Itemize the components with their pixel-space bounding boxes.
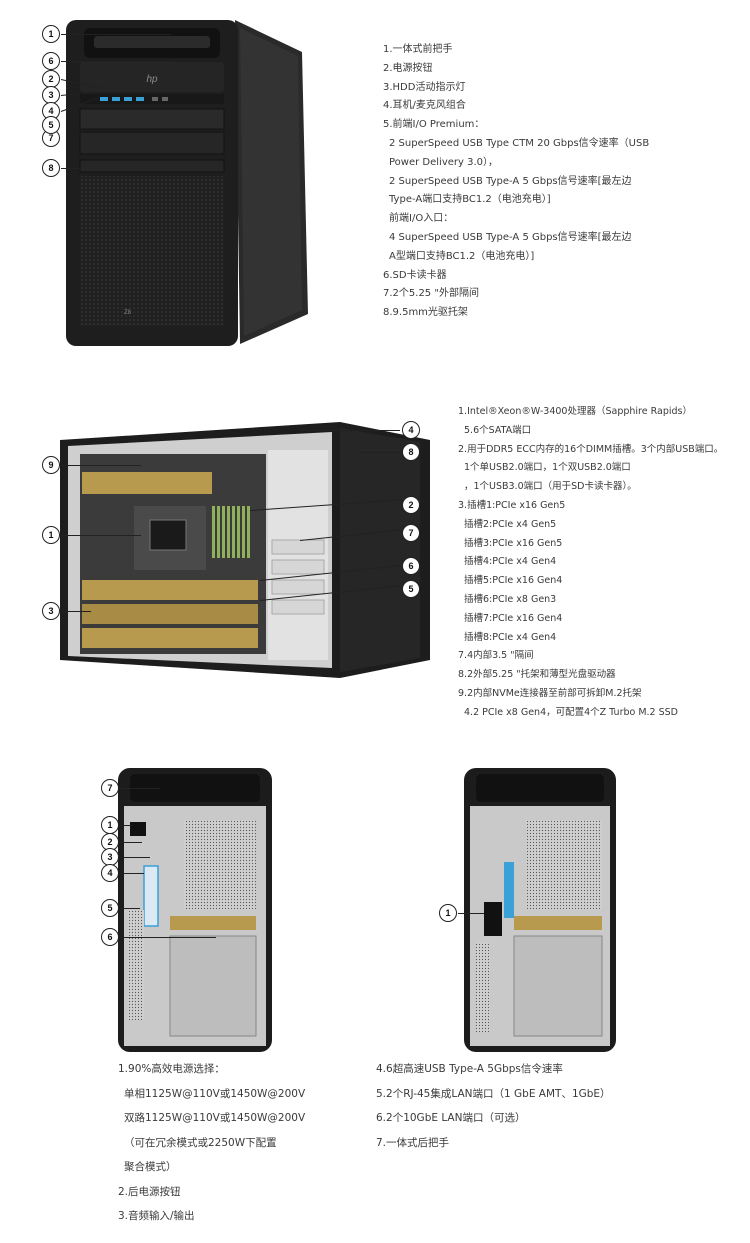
- feature-line: 3.HDD活动指示灯: [383, 81, 466, 93]
- internal-callout-4: 4: [402, 421, 420, 439]
- front-callout-8: 8: [42, 159, 60, 177]
- internal-feature-list: 1.Intel®Xeon®W-3400处理器（Sapphire Rapids） …: [458, 403, 723, 723]
- front-leader: [61, 61, 175, 62]
- rear-left-callout-1: 1: [101, 816, 119, 834]
- internal-callout-9: 9: [42, 456, 60, 474]
- feature-line: 插槽2:PCIe x4 Gen5: [464, 518, 557, 530]
- feature-line: 3.插槽1:PCIe x16 Gen5: [458, 499, 566, 511]
- internal-leader: [300, 430, 400, 431]
- feature-line: 2 SuperSpeed USB Type-A 5 Gbps信号速率[最左边: [389, 175, 632, 187]
- internal-callout-7: 7: [402, 524, 420, 542]
- internal-callout-5: 5: [402, 580, 420, 598]
- feature-line: ，1个USB3.0端口（用于SD卡读卡器）。: [464, 481, 637, 493]
- rear-leader: [120, 788, 160, 789]
- internal-callout-1: 1: [42, 526, 60, 544]
- feature-line: A型端口支持BC1.2（电池充电）]: [389, 250, 535, 262]
- feature-line: 8.9.5mm光驱托架: [383, 307, 468, 319]
- feature-line: 插槽3:PCIe x16 Gen5: [464, 537, 563, 549]
- internal-leader: [61, 465, 141, 466]
- feature-line: 聚合模式）: [124, 1161, 177, 1173]
- front-callout-7: 7: [42, 129, 60, 147]
- workstation-internal-illustration: [60, 422, 430, 678]
- internal-callout-2: 2: [402, 496, 420, 514]
- feature-line: 7.2个5.25 "外部隔间: [383, 288, 479, 300]
- internal-callout-8: 8: [402, 443, 420, 461]
- feature-line: 7.4内部3.5 "隔间: [458, 650, 534, 662]
- rear-leader: [120, 857, 150, 858]
- feature-line: 插槽4:PCIe x4 Gen4: [464, 556, 557, 568]
- front-callout-1: 1: [42, 25, 60, 43]
- rear-left-callout-6: 6: [101, 928, 119, 946]
- feature-line: 插槽7:PCIe x16 Gen4: [464, 612, 563, 624]
- front-callout-5: 5: [42, 116, 60, 134]
- rear-view-section: 7 1 2 3 4 5 6 1 1.90%高效电源选择： 单相1125W@110…: [0, 760, 750, 1243]
- feature-line: 5.前端I/O Premium：: [383, 119, 485, 131]
- feature-line: 1.90%高效电源选择：: [118, 1063, 225, 1075]
- rear-left-callout-4: 4: [101, 864, 119, 882]
- feature-line: 6.2个10GbE LAN端口（可选）: [376, 1112, 526, 1124]
- svg-text:hp: hp: [146, 74, 158, 85]
- rear-feature-list-right: 4.6超高速USB Type-A 5Gbps信令速率 5.2个RJ-45集成LA…: [376, 1057, 611, 1155]
- feature-line: 8.2外部5.25 "托架和薄型光盘驱动器: [458, 669, 616, 681]
- feature-line: 4 SuperSpeed USB Type-A 5 Gbps信号速率[最左边: [389, 231, 632, 243]
- feature-line: 2.电源按钮: [383, 62, 433, 74]
- feature-line: 1.一体式前把手: [383, 44, 453, 55]
- feature-line: 4.6超高速USB Type-A 5Gbps信令速率: [376, 1063, 563, 1075]
- feature-line: 插槽5:PCIe x16 Gen4: [464, 575, 563, 587]
- feature-line: 单相1125W@110V或1450W@200V: [124, 1087, 306, 1100]
- front-leader: [61, 34, 171, 35]
- rear-feature-list-left: 1.90%高效电源选择： 单相1125W@110V或1450W@200V 双路1…: [118, 1057, 305, 1229]
- internal-leader: [61, 535, 141, 536]
- rear-leader: [120, 873, 144, 874]
- internal-view-section: 9 1 3 4 8 2 7 6 5 1.Intel®Xeon®W-3400处理器…: [0, 400, 750, 730]
- feature-line: 4.2 PCIe x8 Gen4，可配置4个Z Turbo M.2 SSD: [464, 706, 678, 718]
- feature-line: Power Delivery 3.0），: [389, 156, 499, 168]
- feature-line: 2 SuperSpeed USB Type CTM 20 Gbps信令速率（US…: [389, 137, 650, 149]
- internal-callout-6: 6: [402, 557, 420, 575]
- rear-leader: [120, 842, 142, 843]
- feature-line: 2.后电源按钮: [118, 1185, 181, 1198]
- feature-line: 2.用于DDR5 ECC内存的16个DIMM插槽。3个内部USB端口。: [458, 443, 724, 455]
- rear-left-callout-5: 5: [101, 899, 119, 917]
- feature-line: 5.2个RJ-45集成LAN端口（1 GbE AMT、1GbE）: [376, 1087, 611, 1100]
- feature-line: 7.一体式后把手: [376, 1136, 450, 1149]
- feature-line: 4.耳机/麦克风组合: [383, 100, 466, 112]
- feature-line: 5.6个SATA端口: [464, 424, 532, 436]
- rear-leader: [120, 937, 216, 938]
- feature-line: 前端I/O入口：: [389, 213, 454, 225]
- workstation-rear-illustration-right: [464, 768, 616, 1052]
- feature-line: （可在冗余模式或2250W下配置: [124, 1136, 277, 1149]
- front-view-section: hp Z8 1 6 2 3 4 7 5 8 1.一体式前把手 2.电源按钮 3.…: [0, 0, 750, 360]
- front-leader: [61, 168, 81, 169]
- rear-left-callout-7: 7: [101, 779, 119, 797]
- feature-line: 1.Intel®Xeon®W-3400处理器（Sapphire Rapids）: [458, 406, 692, 417]
- rear-left-callout-3: 3: [101, 848, 119, 866]
- front-feature-list: 1.一体式前把手 2.电源按钮 3.HDD活动指示灯 4.耳机/麦克风组合 5.…: [383, 41, 649, 323]
- rear-leader: [120, 908, 140, 909]
- feature-line: 插槽8:PCIe x4 Gen4: [464, 631, 557, 643]
- internal-leader: [360, 452, 400, 453]
- feature-line: 3.音频输入/输出: [118, 1210, 195, 1222]
- svg-text:Z8: Z8: [124, 310, 132, 316]
- feature-line: 插槽6:PCIe x8 Gen3: [464, 593, 557, 605]
- rear-leader: [458, 913, 484, 914]
- feature-line: 6.SD卡读卡器: [383, 269, 447, 281]
- rear-right-callout-1: 1: [439, 904, 457, 922]
- feature-line: Type-A端口支持BC1.2（电池充电）]: [389, 194, 551, 206]
- internal-callout-3: 3: [42, 602, 60, 620]
- workstation-rear-illustration-left: [118, 768, 272, 1052]
- rear-leader: [120, 825, 132, 826]
- front-callout-6: 6: [42, 52, 60, 70]
- internal-leader: [61, 611, 91, 612]
- workstation-front-illustration: hp Z8: [66, 20, 308, 346]
- feature-line: 1个单USB2.0端口，1个双USB2.0端口: [464, 462, 631, 474]
- feature-line: 双路1125W@110V或1450W@200V: [124, 1112, 306, 1124]
- feature-line: 9.2内部NVMe连接器至前部可拆卸M.2托架: [458, 687, 642, 699]
